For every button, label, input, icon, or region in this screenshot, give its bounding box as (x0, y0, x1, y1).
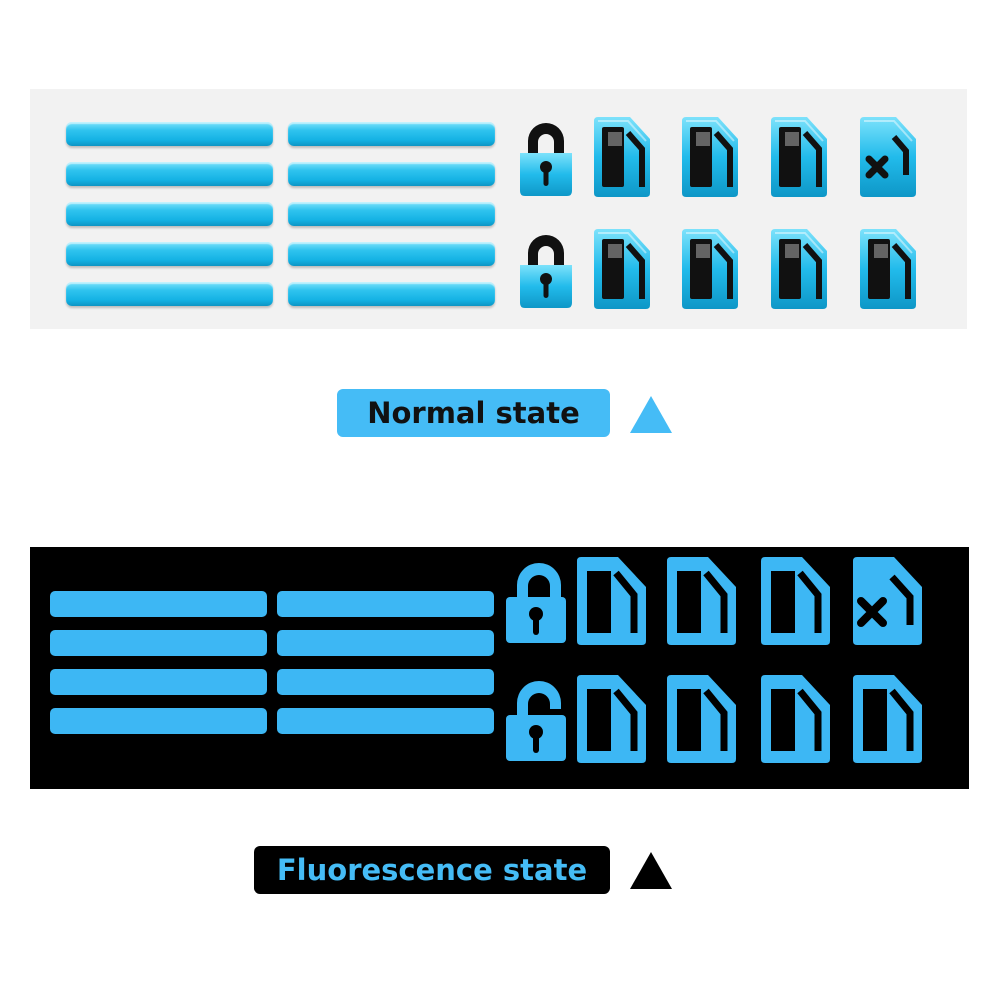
glow-strip-bar (50, 591, 267, 617)
door-icon (590, 225, 654, 309)
normal-state-panel (30, 89, 967, 329)
fluorescence-state-label: Fluorescence state (254, 846, 610, 894)
normal-strip-bar (66, 242, 273, 266)
glow-strip-bar (50, 630, 267, 656)
normal-strip-bar (288, 282, 495, 306)
door-icon (848, 673, 928, 763)
door-icon (678, 225, 742, 309)
glow-strip-bar (277, 708, 494, 734)
fluorescence-state-panel (30, 547, 969, 789)
door-close-icon (848, 555, 928, 645)
normal-state-triangle-icon (630, 396, 672, 433)
normal-strip-bar (66, 202, 273, 226)
normal-state-label: Normal state (337, 389, 610, 437)
door-icon (662, 555, 742, 645)
door-icon (767, 225, 831, 309)
door-icon (572, 673, 652, 763)
lock-closed-icon (514, 113, 578, 197)
fluorescence-state-label-text: Fluorescence state (276, 853, 588, 887)
normal-strip-bar (66, 122, 273, 146)
glow-strip-bar (50, 708, 267, 734)
lock-open-icon (500, 673, 580, 763)
normal-strip-bar (288, 202, 495, 226)
door-icon (767, 113, 831, 197)
lock-closed-icon (500, 555, 580, 645)
door-close-icon (856, 113, 920, 197)
glow-strip-bar (277, 669, 494, 695)
lock-closed-icon (514, 225, 578, 309)
normal-strip-bar (288, 162, 495, 186)
door-icon (662, 673, 742, 763)
glow-strip-bar (277, 591, 494, 617)
glow-strip-bar (277, 630, 494, 656)
door-icon (856, 225, 920, 309)
glow-strip-bar (50, 669, 267, 695)
door-icon (678, 113, 742, 197)
normal-strip-bar (66, 162, 273, 186)
fluorescence-state-triangle-icon (630, 852, 672, 889)
door-icon (756, 555, 836, 645)
normal-state-label-text: Normal state (367, 396, 580, 430)
door-icon (590, 113, 654, 197)
normal-strip-bar (66, 282, 273, 306)
door-icon (572, 555, 652, 645)
normal-strip-bar (288, 122, 495, 146)
door-icon (756, 673, 836, 763)
normal-strip-bar (288, 242, 495, 266)
